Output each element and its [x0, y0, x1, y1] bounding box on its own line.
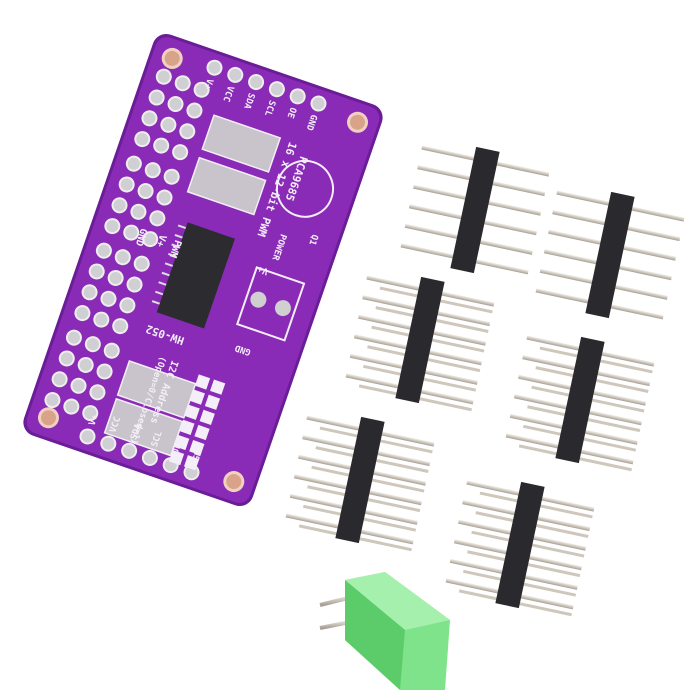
- pad: [144, 162, 161, 179]
- pad: [137, 183, 154, 200]
- screw-terminal-block: [319, 572, 450, 690]
- pad: [126, 276, 143, 293]
- address-jumpers: [168, 374, 226, 471]
- pad: [119, 297, 136, 314]
- pca9685-chip: [151, 222, 235, 329]
- pad: [153, 137, 170, 154]
- pad: [130, 203, 147, 220]
- pad: [227, 66, 244, 83]
- terminal-footprint: [235, 266, 306, 342]
- pin-header-strip: [285, 415, 435, 552]
- pad: [58, 350, 75, 367]
- pad: [51, 371, 68, 388]
- pad: [206, 59, 223, 76]
- pad: [163, 168, 180, 185]
- pad: [44, 392, 61, 409]
- pad: [125, 155, 142, 172]
- pin-label-bottom: OE: [171, 442, 184, 456]
- pin-headers: [285, 145, 685, 617]
- pad: [103, 342, 120, 359]
- pad: [112, 318, 129, 335]
- pad: [141, 449, 158, 466]
- pad: [248, 74, 265, 91]
- pad: [179, 123, 196, 140]
- header-plastic: [450, 146, 500, 274]
- pad: [167, 96, 184, 113]
- side-label-vplus: V+: [154, 233, 168, 248]
- pin-label-top: OE: [285, 106, 298, 120]
- header-plastic: [495, 481, 545, 609]
- pad: [160, 116, 177, 133]
- header-plastic: [585, 191, 635, 319]
- header-plastic: [335, 416, 385, 544]
- pin-header-strip: [400, 145, 550, 275]
- pad: [96, 363, 113, 380]
- pad: [63, 398, 80, 415]
- pad: [104, 218, 121, 235]
- pad: [149, 210, 166, 227]
- pad: [77, 356, 94, 373]
- pad: [70, 377, 87, 394]
- pad: [268, 81, 285, 98]
- pad: [310, 95, 327, 112]
- terminal-plus-label: V+: [256, 263, 270, 276]
- pad: [79, 428, 96, 445]
- pad: [142, 231, 159, 248]
- pad: [65, 329, 82, 346]
- pad: [123, 224, 140, 241]
- pin-header-strip: [505, 335, 655, 472]
- pad: [133, 255, 150, 272]
- pad: [74, 305, 91, 322]
- pad: [118, 176, 135, 193]
- pad: [156, 189, 173, 206]
- q1-label: Q1: [306, 233, 319, 247]
- servo-header-pads: [44, 68, 210, 422]
- pad: [100, 290, 117, 307]
- resistor-arrays: [103, 114, 282, 457]
- pad: [84, 336, 101, 353]
- pad: [155, 68, 172, 85]
- pad: [174, 75, 191, 92]
- pin-label-top: V+: [201, 77, 214, 91]
- pin-label-bottom: V+: [88, 413, 101, 427]
- pad: [114, 249, 131, 266]
- pin-header-strip: [345, 275, 495, 412]
- pad: [186, 102, 203, 119]
- pad: [111, 197, 128, 214]
- pin-header-strip: [445, 480, 595, 617]
- pad: [107, 269, 124, 286]
- pad: [148, 89, 165, 106]
- pin-header-strip: [535, 190, 685, 320]
- pad: [134, 131, 151, 148]
- pad: [289, 88, 306, 105]
- capacitor-footprint: [275, 159, 334, 218]
- pad: [81, 284, 98, 301]
- pad: [82, 405, 99, 422]
- pad: [141, 110, 158, 127]
- pad: [121, 442, 138, 459]
- header-plastic: [555, 336, 605, 464]
- pad: [100, 435, 117, 452]
- pca9685-board: 16 x 12-bit PWM PCA9685 HW-052 I2C Addre…: [23, 33, 383, 507]
- header-plastic: [395, 276, 445, 404]
- pad: [89, 384, 106, 401]
- pad: [88, 263, 105, 280]
- pad: [193, 81, 210, 98]
- pad: [93, 311, 110, 328]
- pad: [172, 144, 189, 161]
- mounting-holes: [37, 47, 369, 493]
- pad: [95, 242, 112, 259]
